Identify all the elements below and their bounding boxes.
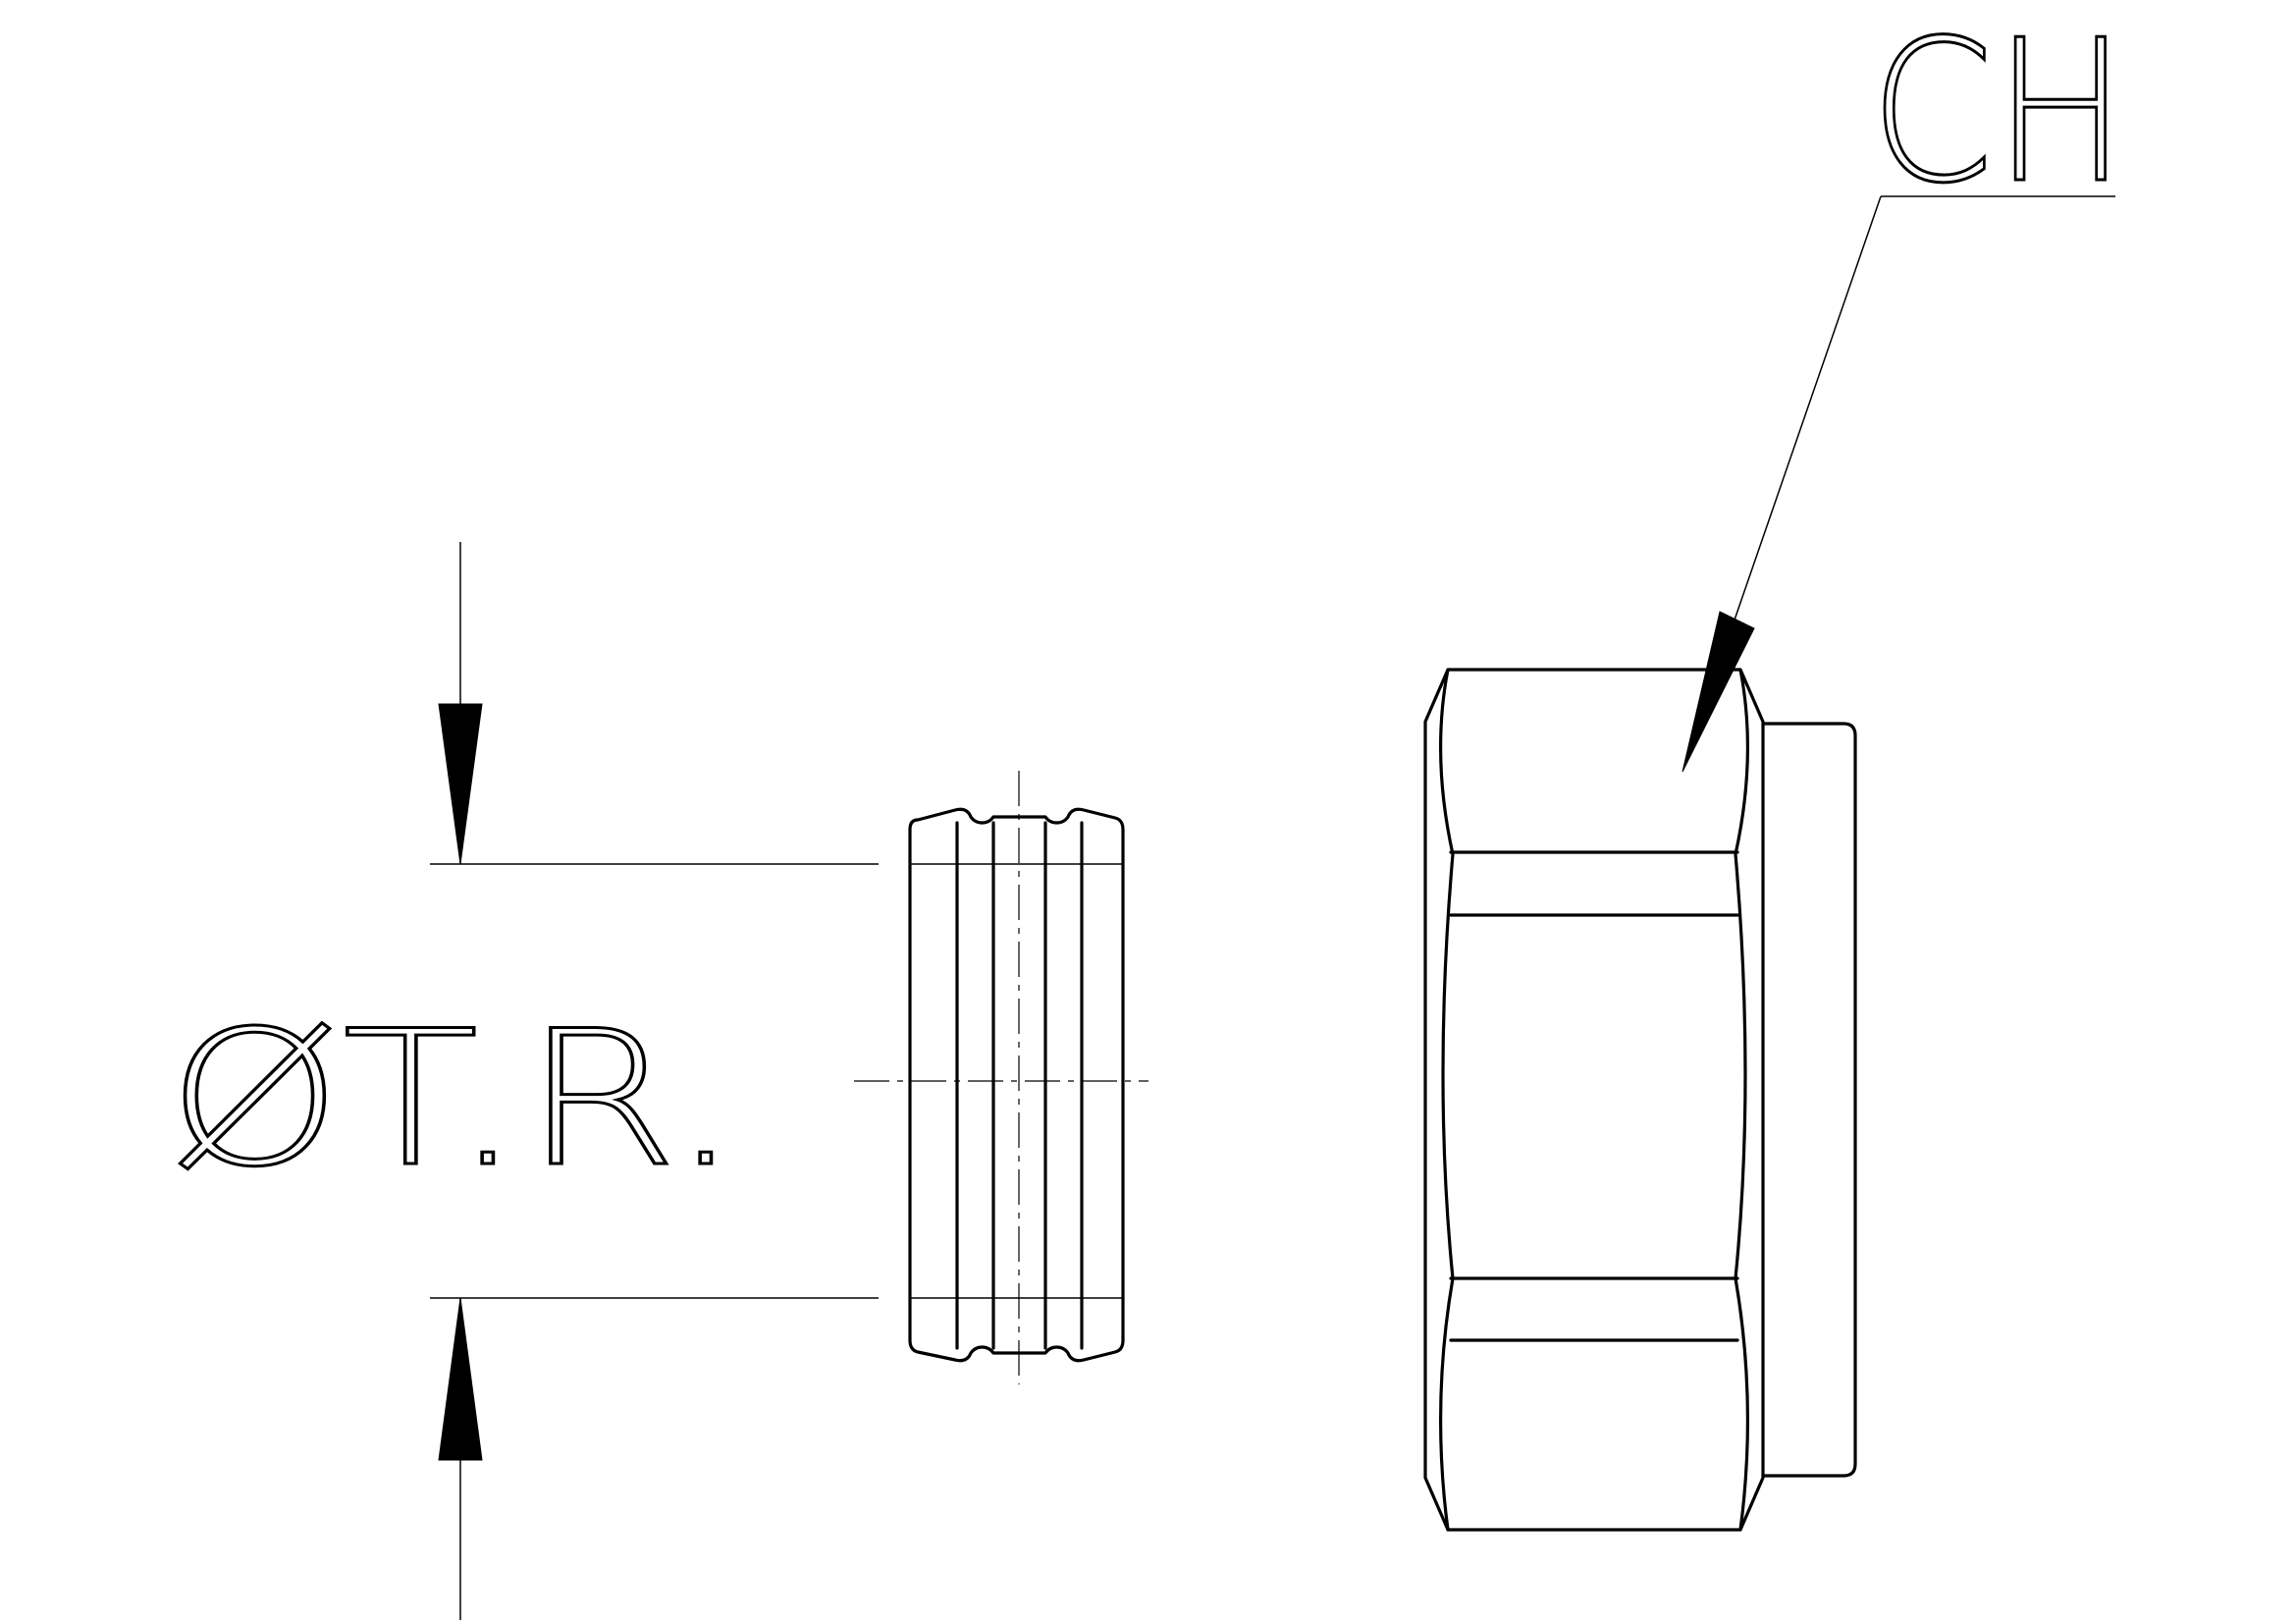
compression-ring: [854, 771, 1148, 1384]
diameter-dimension: ØT.R.: [166, 542, 879, 1620]
nut-collar: [1761, 722, 1857, 1478]
wrench-size-callout: CH: [1682, 0, 2129, 773]
hex-outline: [1423, 668, 1765, 1532]
hex-inner-right: [1734, 668, 1750, 1532]
wrench-size-label: CH: [1870, 0, 2127, 227]
hex-inner-left: [1438, 668, 1455, 1532]
leader-line-diagonal: [1731, 195, 1882, 629]
ring-outline: [908, 807, 1125, 1363]
leader-arrow-icon: [1682, 611, 1755, 773]
arrow-down-icon: [438, 703, 483, 865]
arrow-up-icon: [438, 1297, 483, 1461]
diameter-label: ØT.R.: [167, 991, 741, 1208]
hex-nut: [1423, 668, 1857, 1532]
